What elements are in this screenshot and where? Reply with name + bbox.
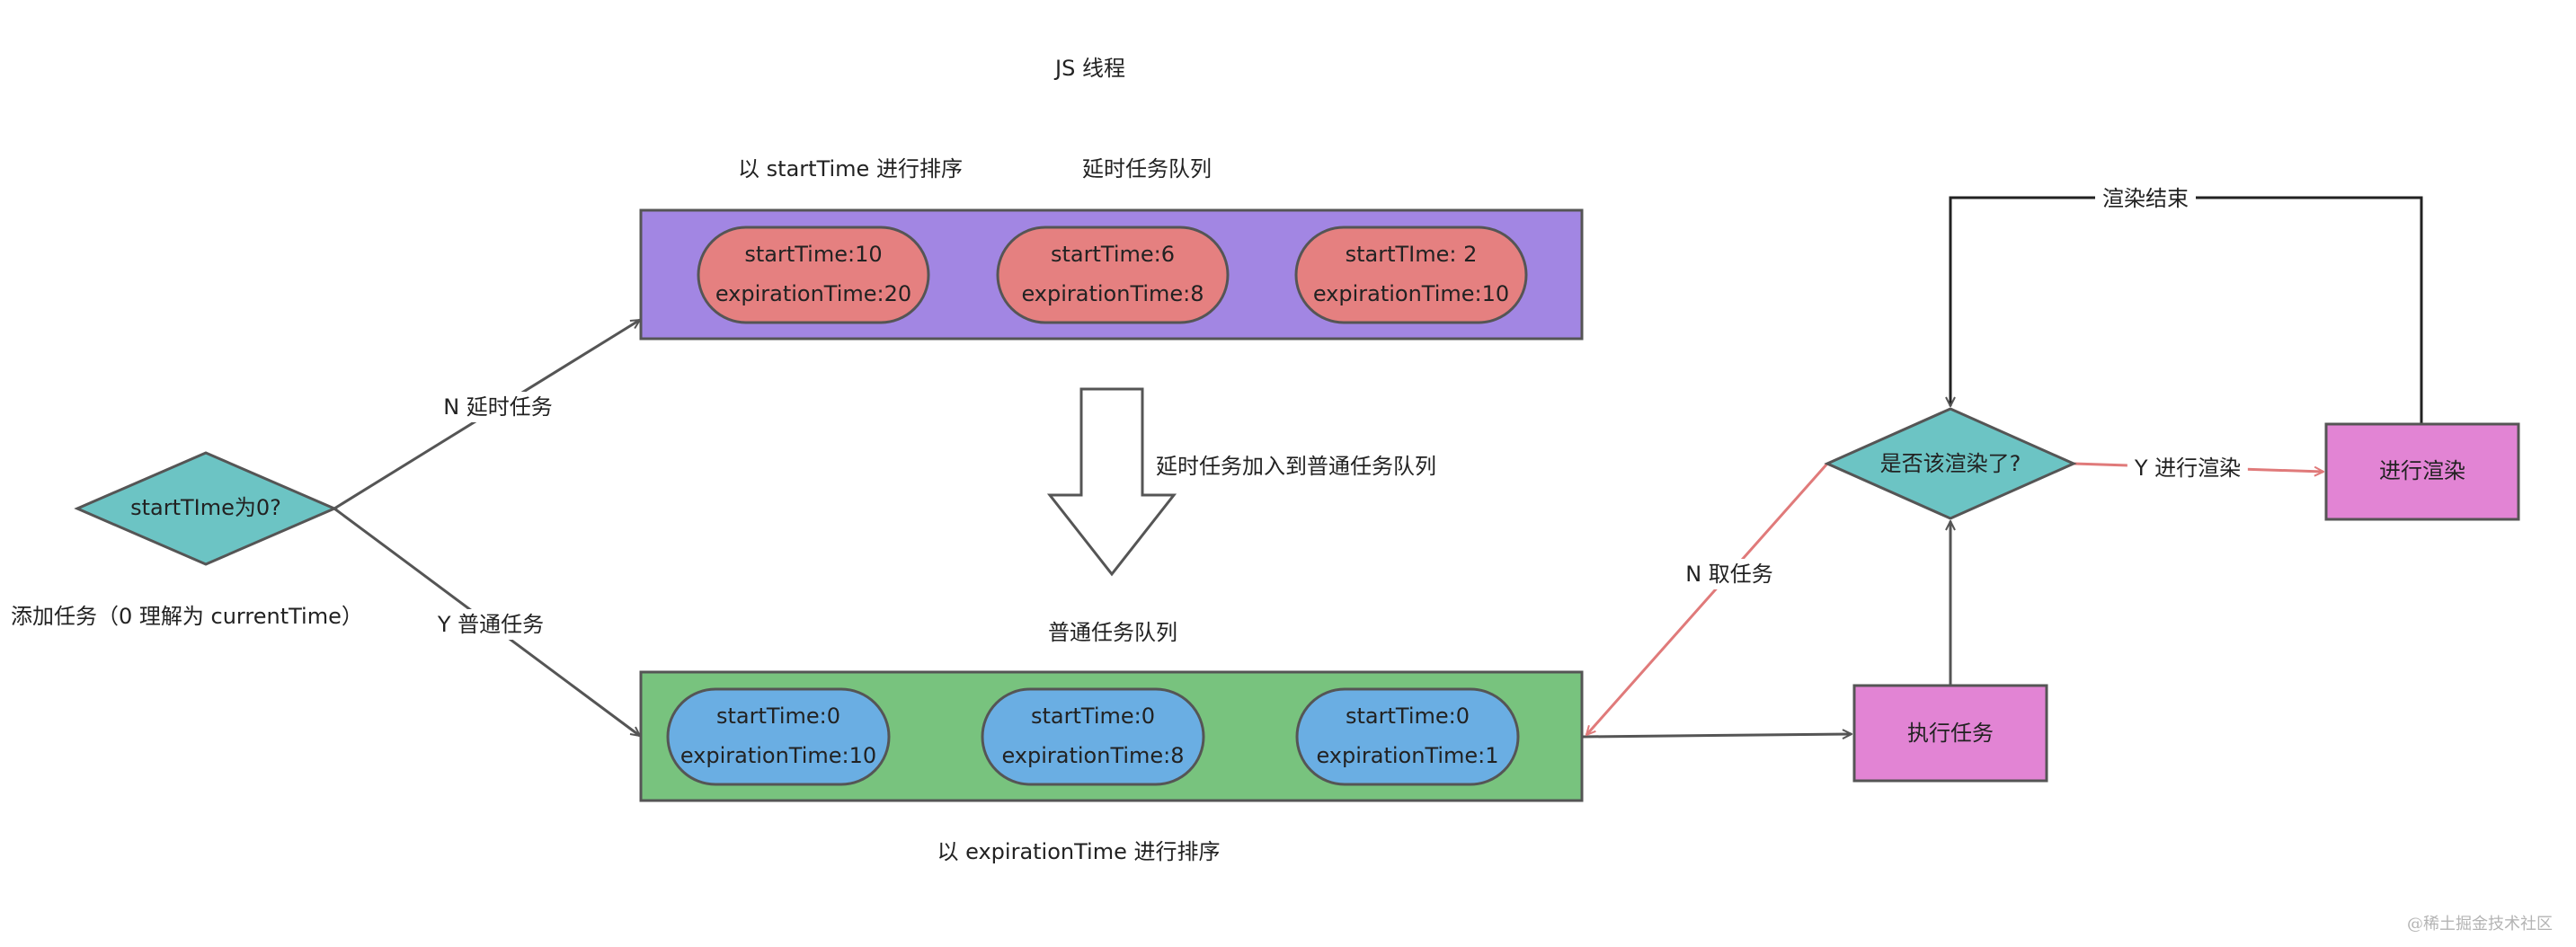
diagram-title: JS 线程	[1055, 56, 1125, 81]
delayed-queue-title: 延时任务队列	[1082, 156, 1212, 181]
add-task-label: 添加任务（0 理解为 currentTime）	[11, 604, 363, 629]
task-start-time: startTime:0	[1031, 704, 1155, 729]
render-decision-label: 是否该渲染了?	[1880, 451, 2021, 476]
task-expiration-time: expirationTime:8	[1021, 281, 1204, 306]
task-pill-shape	[981, 687, 1205, 786]
task-start-time: startTime:10	[744, 242, 882, 267]
normal-queue-title: 普通任务队列	[1048, 620, 1177, 645]
normal-sort-label: 以 expirationTime 进行排序	[937, 839, 1221, 864]
task-pill: startTime:6 expirationTime:8	[996, 226, 1230, 324]
edge-decision-to-queue	[1586, 463, 1829, 735]
watermark: @稀土掘金技术社区	[2407, 915, 2553, 934]
edge-label-render-end: 渲染结束	[2095, 183, 2196, 214]
task-expiration-time: expirationTime:1	[1316, 743, 1498, 768]
move-to-normal-label: 延时任务加入到普通任务队列	[1156, 454, 1436, 479]
task-start-time: startTime:6	[1051, 242, 1175, 267]
delayed-sort-label: 以 startTime 进行排序	[738, 156, 963, 181]
task-pill: startTime:10 expirationTime:20	[697, 226, 930, 324]
edge-label-do-render: Y 进行渲染	[2127, 453, 2249, 483]
edge-label-take-task: N 取任务	[1678, 559, 1781, 589]
edge-queue-to-execute	[1581, 734, 1852, 737]
task-pill-shape	[1294, 226, 1528, 324]
task-pill: startTIme: 2 expirationTime:10	[1294, 226, 1528, 324]
task-pill-shape	[1295, 687, 1520, 786]
execute-task-label: 执行任务	[1907, 721, 1994, 746]
render-decision-diamond	[1824, 407, 2077, 520]
task-pill-shape	[666, 687, 891, 786]
edge-label-yes-normal: Y 普通任务	[430, 609, 552, 640]
render-box	[2324, 422, 2520, 521]
move-down-arrow	[1046, 387, 1177, 577]
task-start-time: startTime:0	[1346, 704, 1470, 729]
task-pill: startTime:0 expirationTime:10	[666, 687, 891, 786]
start-diamond	[74, 451, 338, 566]
render-box-label: 进行渲染	[2379, 458, 2465, 483]
task-pill: startTime:0 expirationTime:1	[1295, 687, 1520, 786]
task-expiration-time: expirationTime:10	[1313, 281, 1509, 306]
start-diamond-label: startTIme为0?	[130, 495, 281, 520]
task-expiration-time: expirationTime:20	[715, 281, 911, 306]
task-pill-shape	[996, 226, 1230, 324]
task-start-time: startTIme: 2	[1346, 242, 1478, 267]
task-pill: startTime:0 expirationTime:8	[981, 687, 1205, 786]
task-pill-shape	[697, 226, 930, 324]
edge-render-end-loop	[1950, 196, 2423, 424]
task-expiration-time: expirationTime:8	[1001, 743, 1184, 768]
edge-label-no-delayed: N 延时任务	[436, 392, 560, 422]
task-start-time: startTime:0	[716, 704, 840, 729]
task-expiration-time: expirationTime:10	[680, 743, 876, 768]
execute-task-box	[1852, 684, 2048, 783]
